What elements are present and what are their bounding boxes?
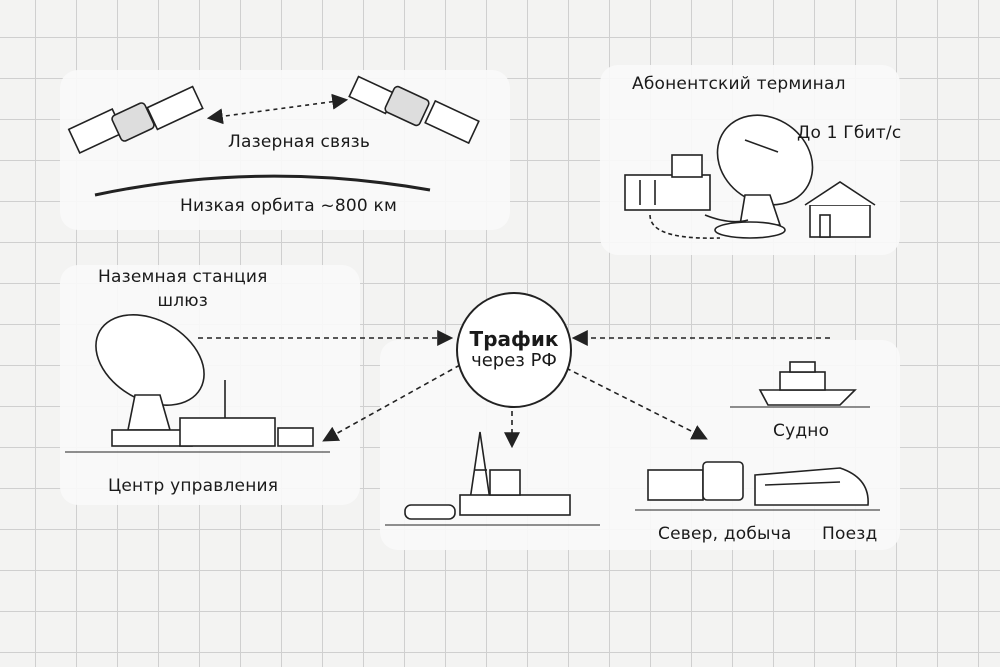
laser-link-label: Лазерная связь (228, 132, 371, 152)
orbit-arc (94, 174, 431, 197)
arrow-hub-to-trains (565, 367, 708, 440)
ship-icon (758, 361, 857, 406)
terminal-speed: До 1 Гбит/с (797, 123, 902, 143)
house-icon (804, 181, 876, 238)
oil-rig-icon (404, 431, 571, 520)
satellite-right-icon (348, 75, 480, 145)
passenger-train-icon (754, 467, 869, 506)
hub-line2: через РФ (471, 350, 557, 371)
satellite-dish-icon (714, 114, 814, 239)
terminal-title: Абонентский терминал (632, 74, 846, 94)
control-center-building-icon (179, 380, 314, 447)
freight-train-icon (647, 461, 744, 501)
satellite-left-icon (67, 85, 204, 154)
gateway-title: Наземная станция шлюз (98, 265, 268, 313)
laser-link-arrow (206, 93, 349, 125)
gateway-panel (60, 265, 360, 505)
arrow-hub-to-control (322, 364, 461, 442)
traffic-hub-node: Трафик через РФ (456, 292, 572, 408)
office-building-icon (624, 154, 711, 211)
train-label: Поезд (822, 524, 878, 544)
gateway-title-line2: шлюз (157, 291, 209, 311)
orbit-label: Низкая орбита ~800 км (180, 196, 398, 216)
gateway-dish-icon (95, 314, 205, 447)
control-center-label: Центр управления (108, 476, 279, 496)
ship-label: Судно (773, 421, 830, 441)
gateway-title-line1: Наземная станция (98, 267, 268, 287)
hub-line1: Трафик (469, 327, 559, 351)
north-label: Север, добыча (658, 524, 792, 544)
